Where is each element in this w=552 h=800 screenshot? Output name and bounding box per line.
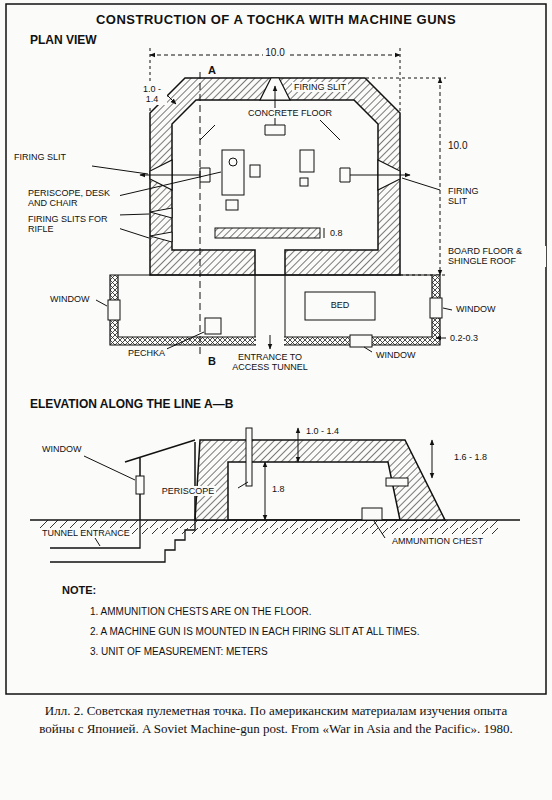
part-label: BED xyxy=(329,300,352,310)
figure-caption: Илл. 2. Советская пулеметная точка. По а… xyxy=(36,702,516,737)
dimension: 10.0 xyxy=(263,47,286,59)
part-label: FIRING SLIT xyxy=(446,186,494,207)
part-label: WINDOW xyxy=(40,444,84,454)
part-label: WINDOW xyxy=(48,294,92,304)
note-text: 2. A MACHINE GUN IS MOUNTED IN EACH FIRI… xyxy=(88,626,422,638)
part-label: BOARD FLOOR & SHINGLE ROOF xyxy=(446,246,546,267)
plan-view xyxy=(92,48,452,358)
part-label: WINDOW xyxy=(454,304,498,314)
dimension: 1.8 xyxy=(270,484,287,494)
part-label: FIRING SLIT xyxy=(12,152,68,162)
section-mark: B xyxy=(206,355,218,368)
dimension: 1.6 - 1.8 xyxy=(452,452,489,462)
view-heading: PLAN VIEW xyxy=(28,34,99,48)
part-label: FIRING SLIT xyxy=(292,82,348,92)
view-heading: ELEVATION ALONG THE LINE A—B xyxy=(28,398,235,412)
part-label: PERISCOPE, DESK AND CHAIR xyxy=(26,188,120,209)
dimension: 0.8 xyxy=(328,228,345,238)
dimension: 0.2-0.3 xyxy=(448,333,480,343)
part-label: ENTRANCE TO ACCESS TUNNEL xyxy=(223,352,317,373)
part-label: FIRING SLITS FOR RIFLE xyxy=(26,214,120,235)
section-mark: A xyxy=(206,64,218,77)
note-text: 3. UNIT OF MEASUREMENT: METERS xyxy=(88,646,270,658)
part-label: AMMUNITION CHEST xyxy=(390,536,485,546)
note-heading: NOTE: xyxy=(60,584,98,597)
part-label: PERISCOPE xyxy=(160,486,217,496)
part-label: CONCRETE FLOOR xyxy=(246,108,334,118)
part-label: WINDOW xyxy=(374,350,418,360)
note-text: 1. AMMUNITION CHESTS ARE ON THE FLOOR. xyxy=(88,606,314,618)
dimension: 1.0 - 1.4 xyxy=(137,84,167,105)
dimension: 10.0 xyxy=(446,140,469,152)
elevation-view xyxy=(30,428,520,562)
drawing-title: CONSTRUCTION OF A TOCHKA WITH MACHINE GU… xyxy=(0,12,552,27)
part-label: TUNNEL ENTRANCE xyxy=(40,528,132,538)
part-label: PECHKA xyxy=(126,348,167,358)
frame xyxy=(6,4,546,694)
dimension: 1.0 - 1.4 xyxy=(304,426,341,436)
